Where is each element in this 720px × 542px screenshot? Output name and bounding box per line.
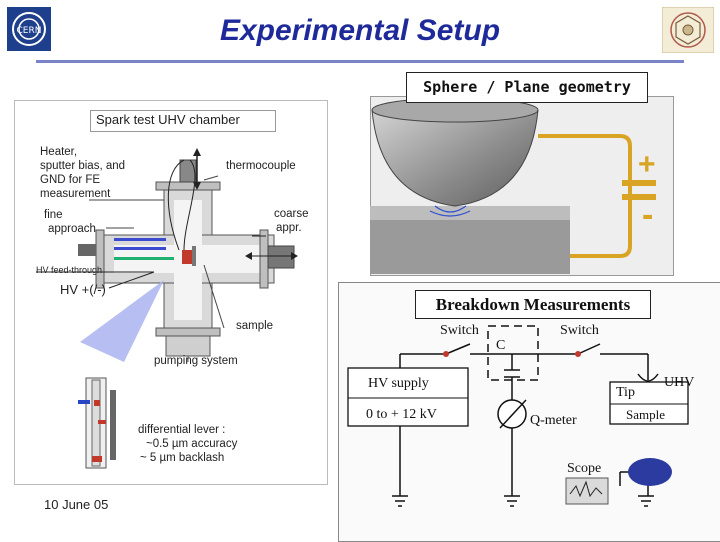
pumping-label: pumping system [154, 355, 238, 367]
circuit-drawing [347, 325, 689, 507]
sphere-plane-drawing [370, 97, 656, 274]
tip-label: Tip [616, 385, 635, 400]
heater-label-2: sputter bias, and [40, 160, 126, 172]
fine-approach-label-2: approach [48, 223, 96, 235]
hv-polarity-label: HV +(/-) [60, 282, 106, 297]
fine-approach-label-1: fine [44, 209, 63, 221]
coarse-approach-label-1: coarse [274, 208, 309, 220]
heater-label-3: GND for FE [40, 174, 101, 186]
hv-feedthrough-label: HV feed-through [36, 265, 103, 275]
coarse-approach-label-2: appr. [276, 222, 302, 234]
sample-label: sample [236, 320, 274, 332]
svg-text:CERN: CERN [17, 26, 42, 36]
institute-seal [662, 7, 714, 53]
title-underline [36, 60, 684, 63]
minus-sign: - [642, 196, 654, 234]
heater-label-4: measurement [40, 188, 111, 200]
uhv-label: UHV [664, 375, 695, 390]
chamber-header [90, 110, 276, 132]
slide-date: 10 June 05 [44, 497, 109, 512]
slide-title: Experimental Setup [219, 14, 501, 47]
sample-label: Sample [626, 407, 665, 422]
q-meter-label: Q-meter [530, 413, 577, 428]
hv-range-label: 0 to + 12 kV [366, 407, 437, 422]
hv-supply-label: HV supply [368, 376, 429, 391]
scope-label: Scope [567, 461, 602, 476]
thermocouple-label: thermocouple [226, 160, 296, 172]
plus-sign: + [638, 148, 656, 181]
lever-label-2: ~0.5 µm accuracy [146, 438, 238, 450]
sphere-panel-title: Sphere / Plane geometry [406, 72, 648, 103]
chamber-drawing [36, 148, 298, 469]
switch-left-label: Switch [440, 323, 479, 338]
breakdown-panel-title: Breakdown Measurements [415, 290, 651, 319]
capacitor-label: C [496, 338, 506, 353]
lever-label-1: differential lever : [138, 424, 226, 436]
heater-label-1: Heater, [40, 146, 78, 158]
chamber-header-text: Spark test UHV chamber [96, 112, 240, 127]
cern-logo: CERN [7, 7, 51, 51]
lever-label-3: ~ 5 µm backlash [140, 452, 225, 464]
switch-right-label: Switch [560, 323, 599, 338]
